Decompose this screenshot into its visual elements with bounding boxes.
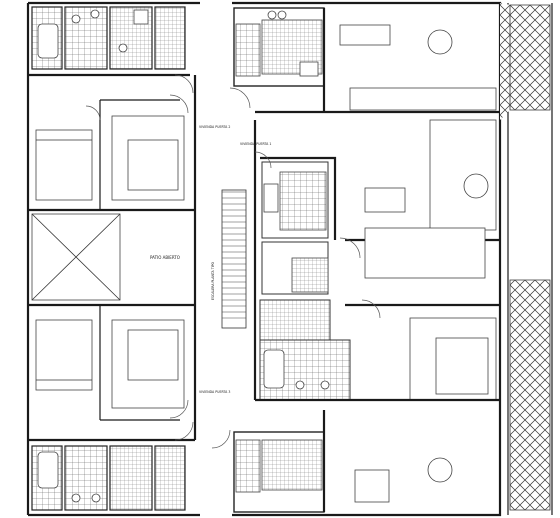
open-patio: PATIO ABIERTO <box>31 213 180 301</box>
left-bottom-unit <box>28 303 195 511</box>
right-middle-unit <box>260 119 500 319</box>
terrace-bottom <box>509 279 551 511</box>
stair-label: ESCALERA PLANTA TIPO <box>211 261 215 300</box>
right-top-unit <box>233 7 500 114</box>
right-bottom-unit <box>211 299 500 513</box>
stair-core: ESCALERA PLANTA TIPO VIVIENDA PUERTA 2 V… <box>193 75 271 440</box>
unit-label-2: VIVIENDA PUERTA 2 <box>199 125 230 129</box>
unit-label-3: VIVIENDA PUERTA 3 <box>199 390 230 394</box>
left-top-unit <box>28 6 195 212</box>
terrace-top <box>500 3 551 120</box>
patio-label: PATIO ABIERTO <box>150 255 180 260</box>
unit-label-1: VIVIENDA PUERTA 1 <box>240 142 271 146</box>
door-swings <box>169 87 272 419</box>
stair-steps <box>222 191 246 319</box>
